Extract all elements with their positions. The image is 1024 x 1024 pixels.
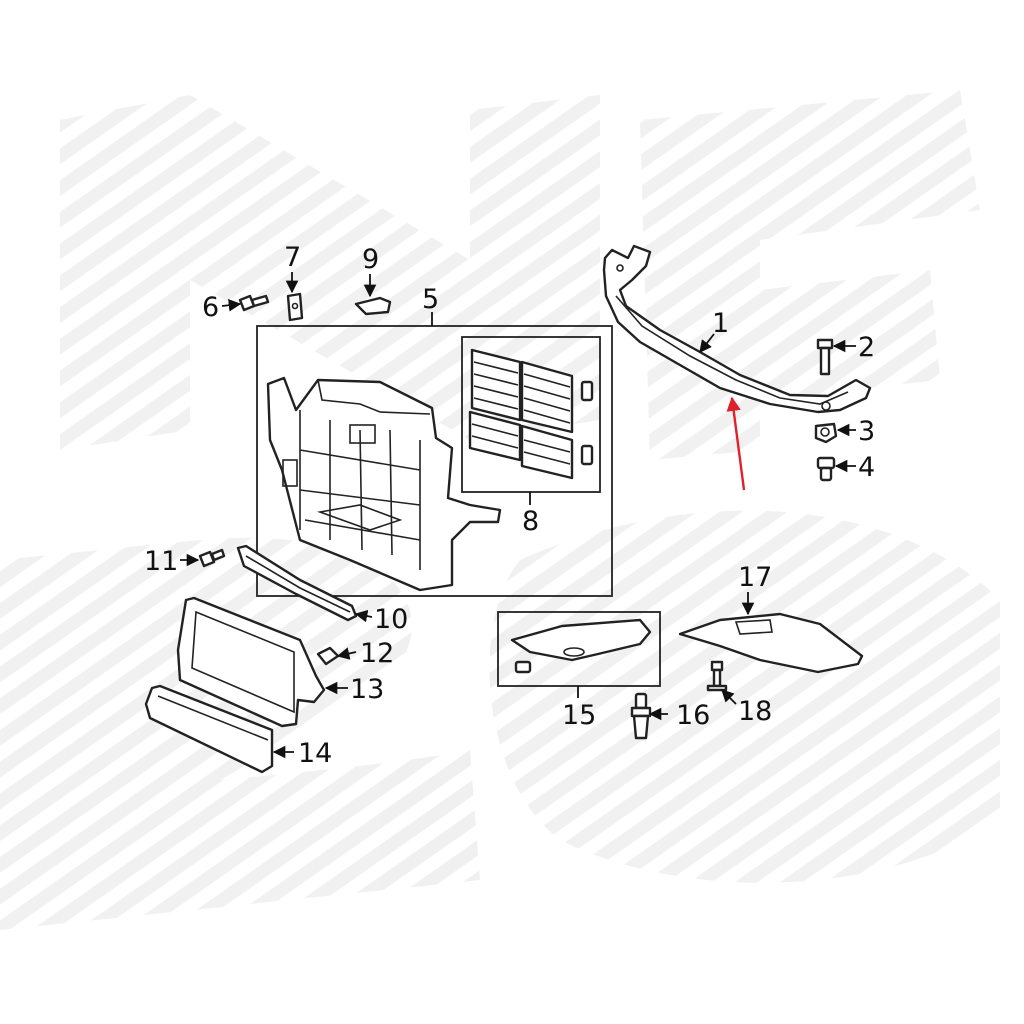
- bolt-6: [238, 294, 270, 312]
- leader-lines: [180, 272, 856, 759]
- callout-16: 16: [676, 700, 710, 731]
- callout-8: 8: [522, 506, 539, 537]
- push-pin-16: [630, 692, 652, 740]
- callout-13: 13: [350, 674, 384, 705]
- callout-7: 7: [284, 242, 301, 273]
- callout-12: 12: [360, 638, 394, 669]
- callout-11: 11: [144, 546, 178, 577]
- group-box-15: [497, 611, 661, 687]
- callout-15: 15: [562, 700, 596, 731]
- shutter-group: [461, 336, 601, 505]
- bracket-7: [286, 292, 304, 322]
- undercover-17: [678, 612, 864, 674]
- callout-1: 1: [712, 308, 729, 339]
- group-box-8: [461, 336, 601, 493]
- bolt-2: [816, 338, 834, 376]
- nut-3: [814, 422, 838, 444]
- callout-5: 5: [422, 284, 439, 315]
- seal-9: [354, 296, 392, 316]
- bolt-18: [706, 660, 728, 692]
- radiator-support-assembly: [256, 312, 613, 597]
- callout-2: 2: [858, 332, 875, 363]
- air-guide-13: [176, 596, 326, 728]
- callout-17: 17: [738, 562, 772, 593]
- callout-3: 3: [858, 416, 875, 447]
- callout-18: 18: [738, 696, 772, 727]
- callout-6: 6: [202, 292, 219, 323]
- highlight-arrow: [726, 396, 746, 491]
- group-box-5: [256, 325, 613, 597]
- callout-4: 4: [858, 452, 875, 483]
- clip-4: [816, 456, 836, 482]
- callout-9: 9: [362, 244, 379, 275]
- deflector-14: [144, 684, 274, 774]
- splash-shield-group: [497, 611, 661, 698]
- callout-10: 10: [374, 604, 408, 635]
- callout-labels: 1 2 3 4 5 6 7 8 9 10 11 12 13 14 15 16 1…: [144, 242, 875, 769]
- callout-14: 14: [298, 738, 332, 769]
- bolt-11: [198, 548, 226, 568]
- bumper-reinforcement: [602, 244, 872, 414]
